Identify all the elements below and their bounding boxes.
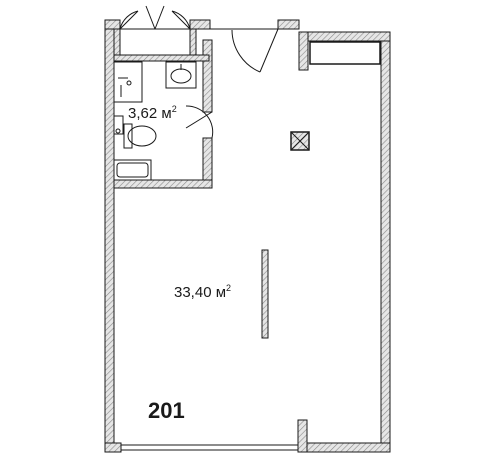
door-swing-icon [259, 28, 279, 73]
wall-niche-right [189, 28, 197, 56]
partition-wall [261, 249, 269, 339]
wall-bottom-stub [297, 419, 308, 453]
shower-tray-icon [113, 61, 143, 103]
unit-number: 201 [148, 398, 185, 423]
wall-bath-right [202, 39, 213, 113]
built-in-cabinet [309, 41, 381, 65]
wall-top-right [277, 19, 300, 30]
wall-entrance-stub [298, 31, 309, 71]
wall-top-left [104, 19, 121, 30]
area-label-main-room: 33,40 м2 [174, 283, 232, 301]
washing-machine-icon [113, 159, 152, 181]
wall-bath-top [113, 54, 210, 62]
column-icon [290, 131, 310, 151]
area-label-bathroom: 3,62 м2 [128, 104, 177, 122]
window-bottom [121, 444, 298, 451]
bathroom-door [185, 105, 214, 139]
wall-niche-left [113, 28, 121, 56]
cabinet-icon [113, 115, 124, 135]
wall-left [104, 19, 115, 453]
sink-icon [165, 61, 197, 89]
wall-top-cabinet [298, 31, 391, 42]
toilet-icon [123, 123, 157, 149]
balcony-door [119, 5, 191, 30]
walls [104, 19, 391, 453]
wall-right [380, 31, 391, 453]
wall-top-middle [189, 19, 211, 30]
wall-bath-bottom [113, 179, 213, 189]
wall-bottom-right [297, 442, 391, 453]
entrance-door [210, 28, 279, 73]
wall-bottom-left [104, 442, 122, 453]
